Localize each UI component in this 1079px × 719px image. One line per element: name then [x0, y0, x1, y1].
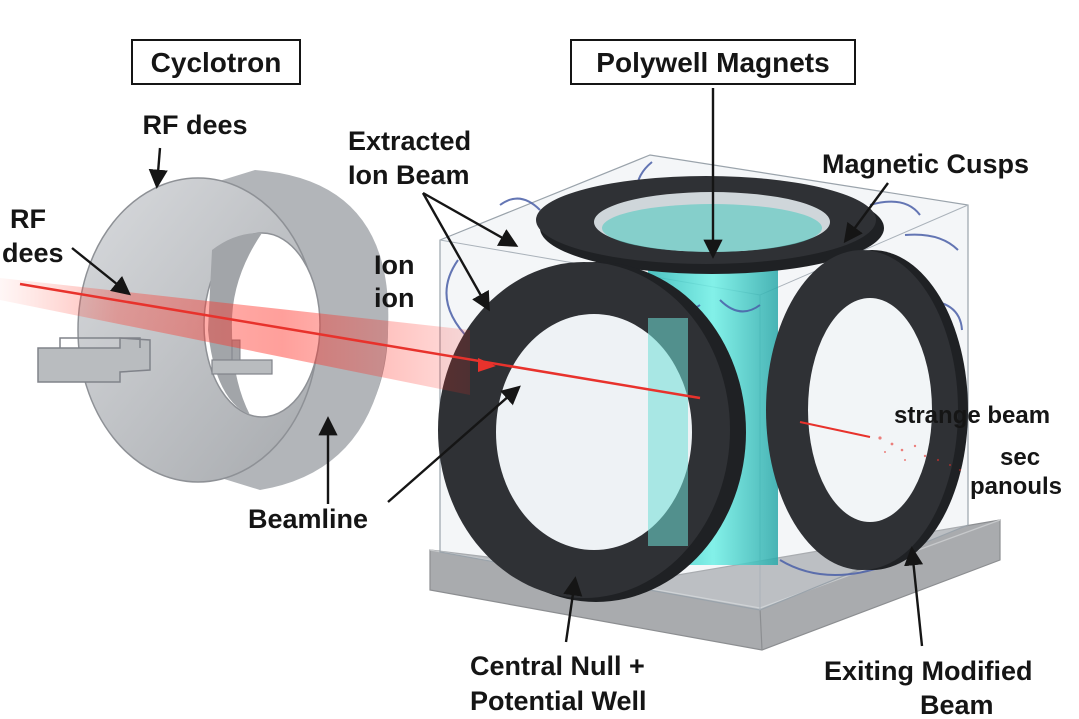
polywell-title: Polywell Magnets: [596, 47, 829, 78]
ion-beam: [0, 278, 961, 471]
label-central-2: Potential Well: [470, 686, 647, 716]
cyclotron-flange: [37, 337, 151, 383]
label-ion-2: ion: [374, 283, 415, 313]
cyclotron-body: [37, 170, 389, 490]
beam-arrowhead: [478, 358, 496, 372]
label-sec-1: sec: [1000, 444, 1040, 471]
callout-arrows: [71, 88, 924, 647]
polywell-title-box: [570, 39, 856, 85]
front-magnet-ring: [438, 262, 746, 602]
polywell-assembly: [429, 154, 1001, 651]
label-rf-dees-left-1: RF: [10, 204, 46, 234]
label-beamline: Beamline: [248, 504, 368, 534]
label-strange-beam: strange beam: [894, 402, 1050, 429]
label-rf-dees-left-2: dees: [2, 238, 64, 268]
label-rf-dees-top: RF dees: [142, 110, 247, 140]
label-magnetic-cusps: Magnetic Cusps: [822, 149, 1029, 179]
label-ion-1: Ion: [374, 250, 415, 280]
label-sec-2: panouls: [970, 473, 1062, 500]
label-extracted-2: Ion Beam: [348, 160, 470, 190]
label-extracted-1: Extracted: [348, 126, 471, 156]
label-central-1: Central Null +: [470, 651, 645, 681]
cyclotron-title-box: [131, 39, 301, 85]
label-exiting-1: Exiting Modified: [824, 656, 1033, 686]
right-magnet-ring: [766, 250, 968, 570]
label-exiting-2: Beam: [920, 690, 994, 719]
cyclotron-title: Cyclotron: [151, 47, 282, 78]
